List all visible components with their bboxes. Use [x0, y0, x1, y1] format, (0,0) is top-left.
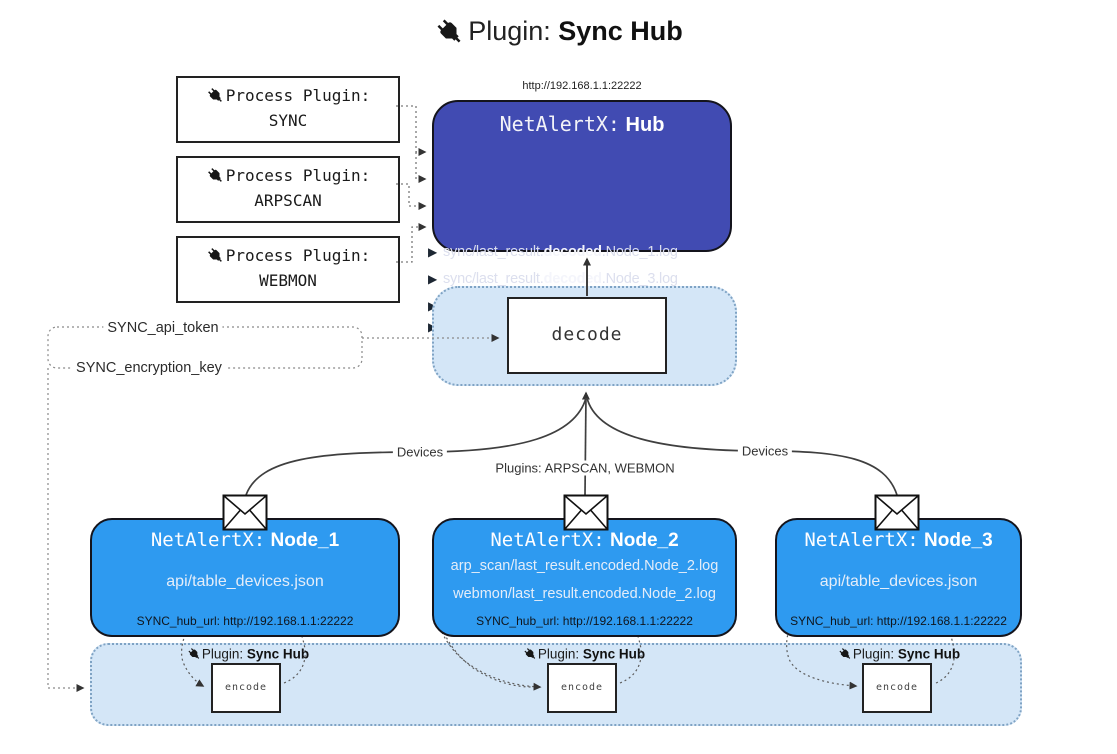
node-title: NetAlertX: Node_2	[490, 529, 679, 551]
decode-box: decode	[507, 297, 667, 374]
plug-icon	[437, 19, 461, 43]
envelope-icon	[563, 494, 609, 531]
process-plugin-name: ARPSCAN	[254, 190, 322, 210]
page-title-prefix: Plugin:	[468, 16, 551, 46]
encode-box: encode	[547, 663, 617, 713]
process-plugin-box-arpscan: Process Plugin: ARPSCAN	[176, 156, 400, 223]
hub-title-name: Hub	[625, 114, 665, 136]
process-plugin-label: Process Plugin:	[178, 244, 398, 269]
process-plugin-box-webmon: Process Plugin: WEBMON	[176, 236, 400, 303]
envelope-icon	[222, 494, 268, 531]
encode-plugin-label: Plugin: Sync Hub	[187, 647, 309, 662]
page-title-name: Sync Hub	[558, 16, 683, 46]
envelope-icon	[874, 494, 920, 531]
node-box-node-3: NetAlertX: Node_3 api/table_devices.json…	[775, 518, 1022, 637]
node-title: NetAlertX: Node_3	[804, 529, 993, 551]
edge-label-devices-left: Devices	[392, 444, 448, 460]
encode-box: encode	[211, 663, 281, 713]
hub-title: NetAlertX: Hub	[434, 112, 730, 137]
node-file: arp_scan/last_result.encoded.Node_2.log	[450, 558, 719, 574]
hub-box: NetAlertX: Hub ▶sync/last_result.decoded…	[428, 100, 732, 335]
hub-file-line: ▶sync/last_result.decoded.Node_1.log	[428, 244, 678, 260]
node-file: api/table_devices.json	[166, 573, 324, 590]
process-plugin-name: WEBMON	[259, 270, 317, 290]
node-file: api/table_devices.json	[819, 573, 978, 590]
plug-icon	[207, 88, 222, 102]
hub-title-prefix: NetAlertX:	[499, 112, 620, 136]
hub-file-line: ▶sync/last_result.decoded.Node_3.log	[428, 271, 678, 287]
arrow-right-icon: ▶	[428, 272, 438, 286]
process-plugin-name: SYNC	[268, 110, 308, 130]
edge-label-plugins: Plugins: ARPSCAN, WEBMON	[491, 460, 679, 476]
node-hub-url: SYNC_hub_url: http://192.168.1.1:22222	[476, 614, 693, 628]
setting-encryption-key-label: SYNC_encryption_key	[72, 360, 226, 376]
process-plugin-box-sync: Process Plugin: SYNC	[176, 76, 400, 143]
node-title: NetAlertX: Node_1	[150, 529, 340, 551]
setting-api-token-label: SYNC_api_token	[103, 320, 223, 336]
plug-icon	[207, 168, 222, 182]
encode-plugin-label: Plugin: Sync Hub	[838, 647, 960, 662]
plug-icon	[207, 248, 222, 262]
arrow-right-icon: ▶	[428, 245, 438, 259]
plug-icon	[524, 648, 536, 659]
process-plugin-label: Process Plugin:	[178, 84, 398, 109]
encode-plugin-label: Plugin: Sync Hub	[523, 647, 645, 662]
encode-box: encode	[862, 663, 932, 713]
edge-label-devices-right: Devices	[737, 443, 793, 459]
process-plugin-label: Process Plugin:	[178, 164, 398, 189]
node-box-node-1: NetAlertX: Node_1 api/table_devices.json…	[90, 518, 400, 637]
node-hub-url: SYNC_hub_url: http://192.168.1.1:22222	[790, 614, 1007, 628]
page-title: Plugin: Sync Hub	[0, 16, 1117, 47]
node-box-node-2: NetAlertX: Node_2 arp_scan/last_result.e…	[432, 518, 737, 637]
node-hub-url: SYNC_hub_url: http://192.168.1.1:22222	[136, 614, 354, 628]
plug-icon	[839, 648, 851, 659]
hub-url-label: http://192.168.1.1:22222	[522, 80, 642, 92]
node-file: webmon/last_result.encoded.Node_2.log	[453, 586, 716, 602]
plug-icon	[188, 648, 200, 659]
